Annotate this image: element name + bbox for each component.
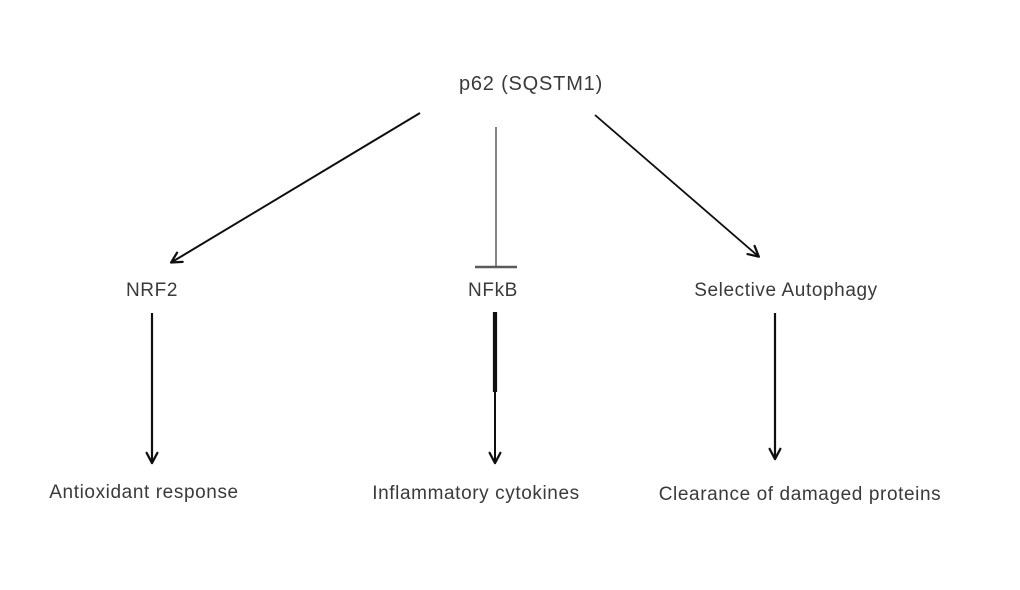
- edge-p62-nrf2: [169, 112, 421, 264]
- edge-p62-autophagy: [594, 114, 760, 258]
- node-selective-autophagy: Selective Autophagy: [694, 280, 878, 301]
- node-nfkb: NFkB: [468, 280, 518, 301]
- node-nrf2: NRF2: [125, 280, 178, 301]
- node-inflammatory-cytokines: Inflammatory cytokines: [372, 483, 580, 504]
- node-p62: p62 (SQSTM1): [458, 73, 604, 95]
- node-clearance-damaged-proteins: Clearance of damaged proteins: [658, 484, 942, 505]
- node-antioxidant-response: Antioxidant response: [49, 482, 239, 503]
- edge-p62-nfkb-inhibition: [475, 127, 517, 269]
